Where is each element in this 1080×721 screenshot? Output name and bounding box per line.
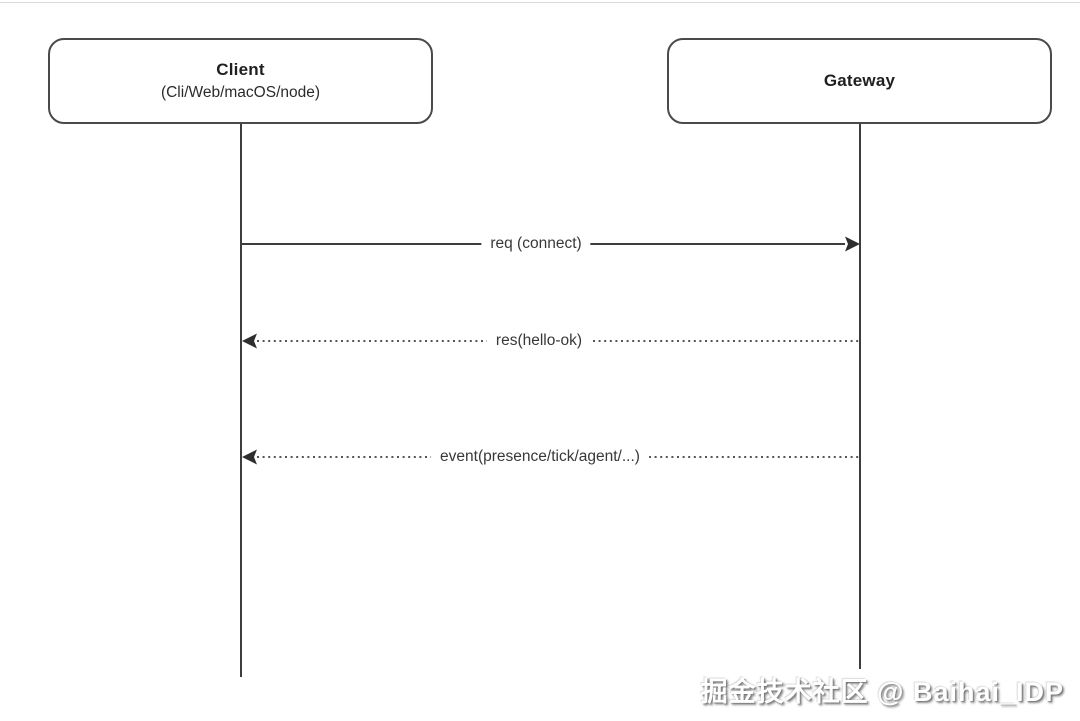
actor-gateway-title: Gateway	[823, 71, 896, 90]
arrowhead-left-icon	[242, 333, 257, 349]
top-edge-line	[0, 2, 1080, 3]
actor-client-title: Client	[216, 60, 265, 79]
message-label-req-connect: req (connect)	[481, 234, 591, 254]
arrowhead-right-icon	[845, 236, 860, 252]
message-arrow-event	[242, 449, 859, 465]
watermark: 掘金技术社区 @ Baihai_IDP	[700, 677, 1064, 707]
actor-gateway-box: Gateway	[667, 38, 1052, 124]
message-label-event: event(presence/tick/agent/...)	[431, 447, 649, 467]
actor-client-subtitle: (Cli/Web/macOS/node)	[160, 84, 321, 101]
message-label-res-hello-ok: res(hello-ok)	[486, 331, 592, 351]
actor-client-box: Client (Cli/Web/macOS/node)	[48, 38, 433, 124]
arrowhead-left-icon	[242, 449, 257, 465]
message-arrow-res-hello-ok	[242, 333, 859, 349]
